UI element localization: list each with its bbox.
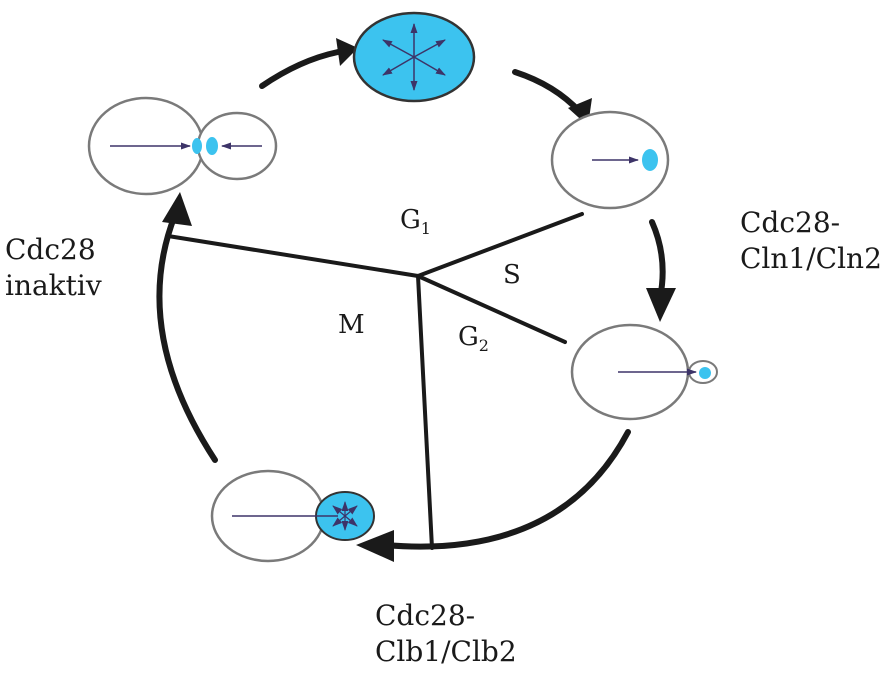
arrowhead-icon bbox=[162, 192, 192, 226]
spindle-arrows-icon bbox=[332, 501, 358, 531]
cell-upper-left bbox=[87, 96, 278, 196]
label-cdc28-inactive-line1: Cdc28 bbox=[5, 233, 96, 266]
label-cdc28-inactive: Cdc28 inaktiv bbox=[5, 232, 102, 304]
arrowhead-icon bbox=[646, 288, 676, 322]
cell-right bbox=[570, 323, 718, 421]
curved-arrow-icon bbox=[512, 69, 583, 115]
divider-m-g1 bbox=[166, 234, 420, 278]
phase-s-label: S bbox=[503, 260, 521, 290]
arrowhead-icon bbox=[356, 530, 394, 562]
spindle-arrows-icon bbox=[382, 23, 446, 91]
arrowhead-icon bbox=[336, 38, 358, 66]
label-cdc28-cln-line2: Cln1/Cln2 bbox=[740, 242, 882, 275]
cell-upper-right bbox=[550, 110, 670, 210]
cell-top bbox=[352, 11, 476, 103]
nucleus-icon bbox=[699, 367, 711, 379]
curved-arrow-icon bbox=[649, 219, 666, 301]
nucleus-icon bbox=[206, 137, 218, 155]
phase-g2-label: G2 bbox=[458, 322, 489, 355]
label-cdc28-inactive-line2: inaktiv bbox=[5, 269, 102, 302]
cell-bottom-left bbox=[210, 469, 375, 563]
curved-arrow-icon bbox=[156, 212, 218, 463]
cycle-arrows bbox=[156, 49, 666, 550]
label-cdc28-cln: Cdc28- Cln1/Cln2 bbox=[740, 205, 882, 277]
phase-dividers bbox=[166, 212, 584, 550]
curved-arrow-icon bbox=[382, 429, 631, 550]
divider-g1-s bbox=[416, 212, 584, 278]
label-cdc28-clb: Cdc28- Clb1/Clb2 bbox=[375, 598, 517, 670]
phase-m-label: M bbox=[338, 310, 365, 340]
label-cdc28-cln-line1: Cdc28- bbox=[740, 206, 841, 239]
nucleus-icon bbox=[642, 149, 658, 171]
divider-g2-m bbox=[416, 274, 434, 550]
nucleus-icon bbox=[192, 138, 202, 154]
curved-arrow-icon bbox=[259, 49, 341, 89]
phase-g1-label: G1 bbox=[400, 205, 431, 238]
label-cdc28-clb-line1: Cdc28- bbox=[375, 599, 476, 632]
label-cdc28-clb-line2: Clb1/Clb2 bbox=[375, 635, 517, 668]
divider-s-g2 bbox=[416, 274, 567, 344]
cycle-arrowheads bbox=[162, 38, 676, 562]
